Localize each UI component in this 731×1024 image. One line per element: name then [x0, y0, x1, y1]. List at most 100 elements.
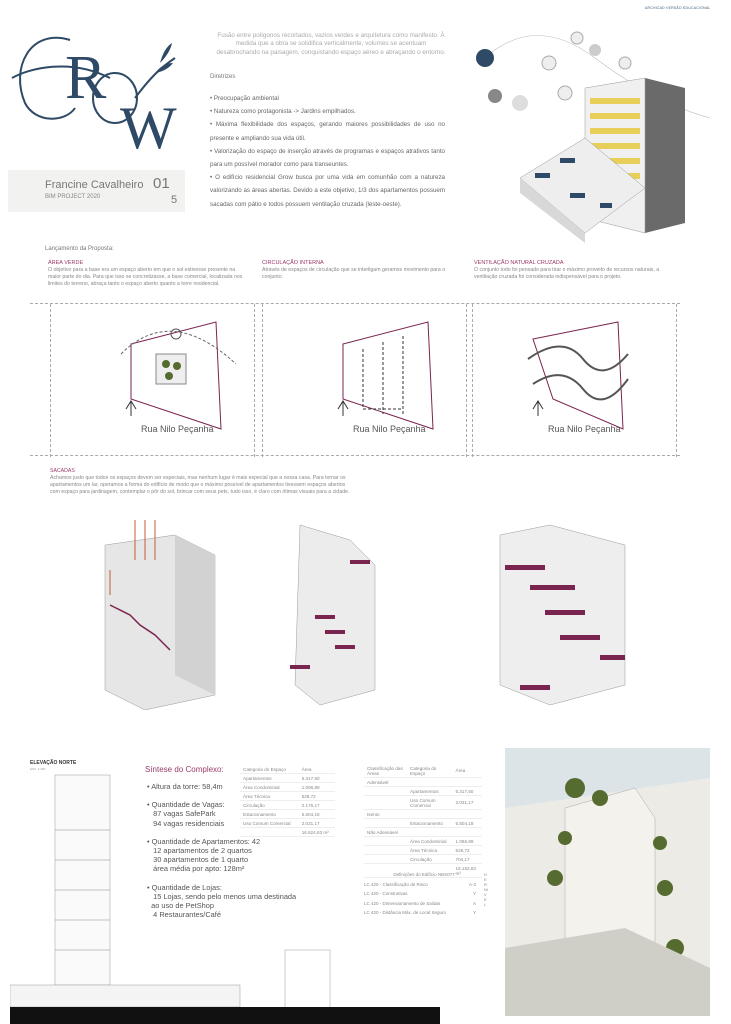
- fact-line: ao uso de PetShop: [147, 901, 214, 911]
- definition-value: Y: [472, 910, 476, 915]
- table-cell: [407, 827, 453, 837]
- column-header: Área: [452, 764, 482, 778]
- column-header: Área: [298, 765, 335, 774]
- street-label: Rua Nilo Peçanha: [548, 424, 621, 434]
- table-cell: [364, 845, 408, 855]
- definition-value: Y: [472, 891, 476, 896]
- definitions-title: Definições do Edifício NBS077: [393, 872, 455, 877]
- table-cell: 1.066,89: [298, 782, 335, 792]
- sintese-title: Síntese do Complexo:: [145, 765, 224, 774]
- diagram-area-verde: Rua Nilo Peçanha: [50, 304, 255, 457]
- table-cell: [240, 827, 299, 837]
- concept-diagrams: Rua Nilo Peçanha Rua Nilo Peçanha Rua Ni…: [30, 303, 680, 457]
- circulacao-heading: CIRCULAÇÃO INTERNA: [262, 260, 324, 266]
- fact-line: • Quantidade de Lojas:: [147, 882, 222, 892]
- project-label: BIM PROJECT 2020: [45, 194, 101, 200]
- table-cell: 5.317,50: [298, 773, 335, 783]
- table-cell: 2.031,17: [298, 818, 335, 828]
- fact-line: • Quantidade de Vagas:: [147, 800, 225, 810]
- table-cell: Área Condominial: [240, 782, 299, 792]
- definition-label: LC 420 - Classificação de Risco: [364, 881, 428, 887]
- table-row: 15.152,63 m²: [364, 863, 482, 878]
- column-header: Categoria do Espaço: [240, 765, 299, 774]
- definition-value: A: [472, 900, 476, 906]
- axon-1: [104, 520, 216, 710]
- ventilacao-heading: VENTILAÇÃO NATURAL CRUZADA: [474, 260, 564, 266]
- definition-label: LC 420 - Construtivas: [364, 891, 408, 896]
- north-elevation-drawing: [10, 774, 440, 1024]
- table-cell: 2.031,17: [452, 795, 482, 810]
- intro-text: Fusão entre polígonos recortados, vazios…: [216, 32, 446, 56]
- table-cell: [364, 795, 408, 810]
- list-item: • Máxima flexibilidade dos espaços, gera…: [210, 121, 445, 142]
- list-item: • Preocupação ambiental: [210, 95, 279, 102]
- table-cell: 1.066,89: [452, 836, 482, 846]
- circulacao-body: Através de espaços de circulação que se …: [262, 267, 446, 280]
- diretrizes-title: Diretrizes: [210, 74, 236, 80]
- table-cell: Estacionamento: [240, 809, 299, 819]
- table-cell: [407, 777, 453, 787]
- sacadas-body: Achamos justo que todos os espaços devem…: [50, 475, 350, 495]
- fact-line: 94 vagas residenciais: [147, 818, 225, 828]
- author-name: Francine Cavalheiro: [45, 179, 144, 191]
- table-row: Isento: [364, 809, 482, 819]
- column-header: Classificação das Áreas: [364, 764, 408, 778]
- table-cell: [364, 786, 408, 796]
- table-cell: 704,17: [452, 854, 482, 864]
- fact-line: 12 apartamentos de 2 quartos: [147, 846, 252, 856]
- definitions-vertical-label: HERNIVEL: [484, 872, 488, 907]
- area-verde-body: O objetivo para a base era um espaço abe…: [48, 267, 243, 287]
- fact-line: área média por apto: 128m²: [147, 864, 245, 874]
- list-item: • O edifício residencial Grow busca por …: [210, 174, 445, 208]
- fact-line: • Quantidade de Apartamentos: 42: [147, 836, 261, 846]
- table-cell: 5.317,50: [452, 786, 482, 796]
- author-card: Francine Cavalheiro BIM PROJECT 2020 01 …: [8, 170, 185, 212]
- table-cell: Não Adensável: [364, 827, 408, 837]
- sheet-number: 01: [153, 175, 170, 192]
- definitions-block: Definições do Edifício NBS077 LC 420 - C…: [364, 870, 488, 918]
- column-header: Categoria do Espaço: [407, 764, 453, 778]
- table-cell: Área Técnica: [240, 791, 299, 801]
- table-cell: [452, 777, 482, 787]
- definition-row: LC 420 - Construtivas Y: [364, 889, 476, 899]
- grow-logo: R W: [11, 37, 177, 153]
- table-cell: [364, 854, 408, 864]
- table-cell: Circulação: [240, 800, 299, 810]
- diretrizes-list: • Preocupação ambiental • Natureza como …: [210, 92, 445, 211]
- table-cell: 16.624,63 m²: [298, 827, 335, 837]
- fact-line: [147, 874, 292, 883]
- table-cell: Uso Comum Comercial: [240, 818, 299, 828]
- fact-line: 30 apartamentos de 1 quarto: [147, 855, 249, 865]
- diagram-ventilacao: Rua Nilo Peçanha: [472, 304, 677, 457]
- fact-line: 87 vagas SafePark: [147, 809, 216, 819]
- table-cell: [452, 809, 482, 819]
- axon-3: [499, 524, 626, 706]
- table-cell: Adensável: [364, 777, 408, 787]
- street-label: Rua Nilo Peçanha: [141, 424, 214, 434]
- table-cell: Área Condominial: [407, 836, 453, 846]
- table-cell: 15.152,63 m²: [452, 863, 482, 878]
- table-cell: [407, 863, 453, 878]
- table-cell: [364, 836, 408, 846]
- table-cell: Área Técnica: [407, 845, 453, 855]
- elevation-scale: ESC. 1:200: [30, 767, 46, 771]
- table-cell: [452, 827, 482, 837]
- table-cell: 2.176,17: [298, 800, 335, 810]
- table-cell: Apartamentos: [240, 773, 299, 783]
- fact-line: 15 Lojas, sendo pelo menos uma destinada: [147, 891, 297, 901]
- table-cell: [364, 818, 408, 828]
